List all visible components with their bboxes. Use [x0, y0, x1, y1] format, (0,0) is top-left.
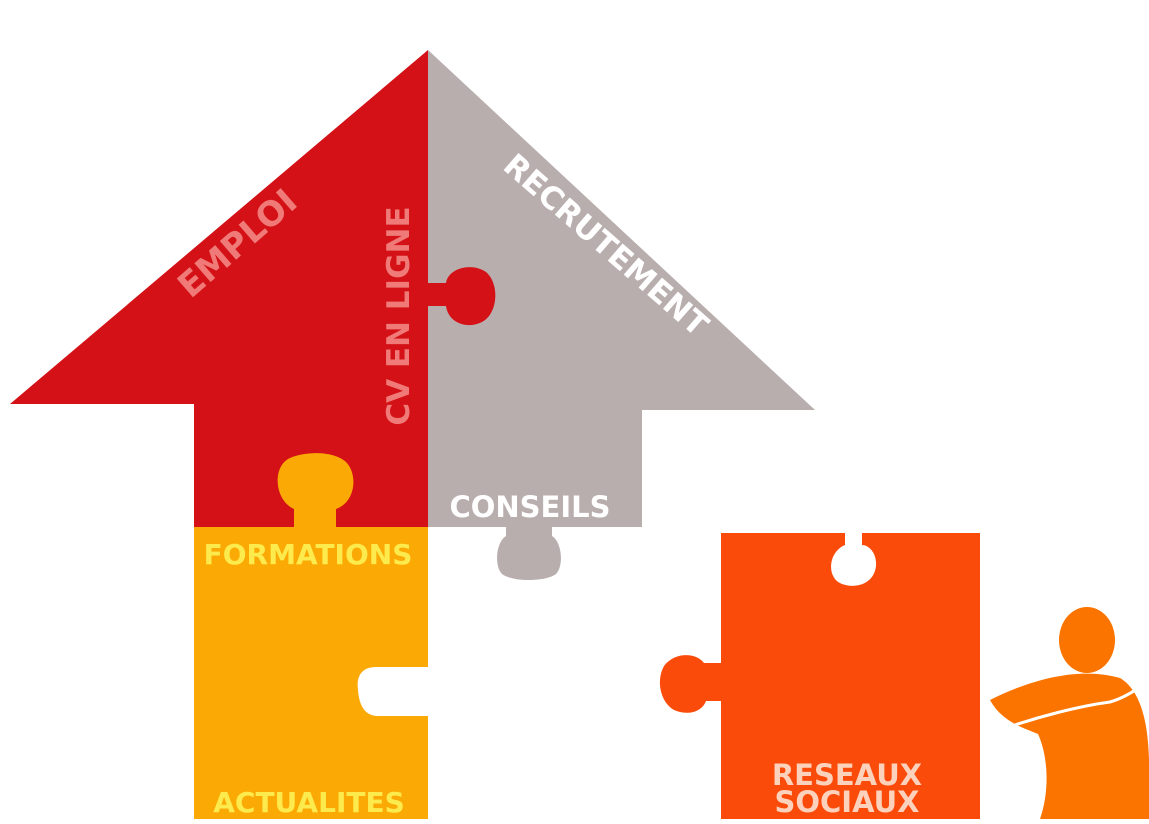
- formations-piece: [194, 453, 428, 819]
- reseaux-label-line1: RESEAUX: [772, 758, 922, 792]
- reseaux-label-line2: SOCIAUX: [774, 785, 919, 819]
- reseaux-sociaux-left-tab: [659, 655, 723, 713]
- formations-shape: [194, 527, 428, 819]
- figure-arm-line: [999, 682, 1145, 732]
- person-pushing-icon: [990, 607, 1149, 819]
- reseaux-sociaux-piece: [659, 533, 980, 819]
- figure-head: [1059, 607, 1115, 673]
- emploi-side-tab: [426, 267, 496, 326]
- recrutement-piece: [428, 50, 815, 580]
- formations-top-tab: [277, 453, 354, 529]
- actualites-label: ACTUALITES: [213, 786, 405, 819]
- recrutement-shape: [428, 50, 815, 527]
- reseaux-sociaux-shape: [721, 533, 980, 819]
- cv-en-ligne-label: CV EN LIGNE: [381, 206, 417, 425]
- recrutement-bottom-tab: [497, 525, 561, 580]
- emploi-piece: [10, 50, 496, 527]
- conseils-label: CONSEILS: [449, 490, 610, 524]
- figure-body: [990, 673, 1149, 819]
- formations-label: FORMATIONS: [204, 538, 413, 571]
- emploi-shape: [10, 50, 428, 527]
